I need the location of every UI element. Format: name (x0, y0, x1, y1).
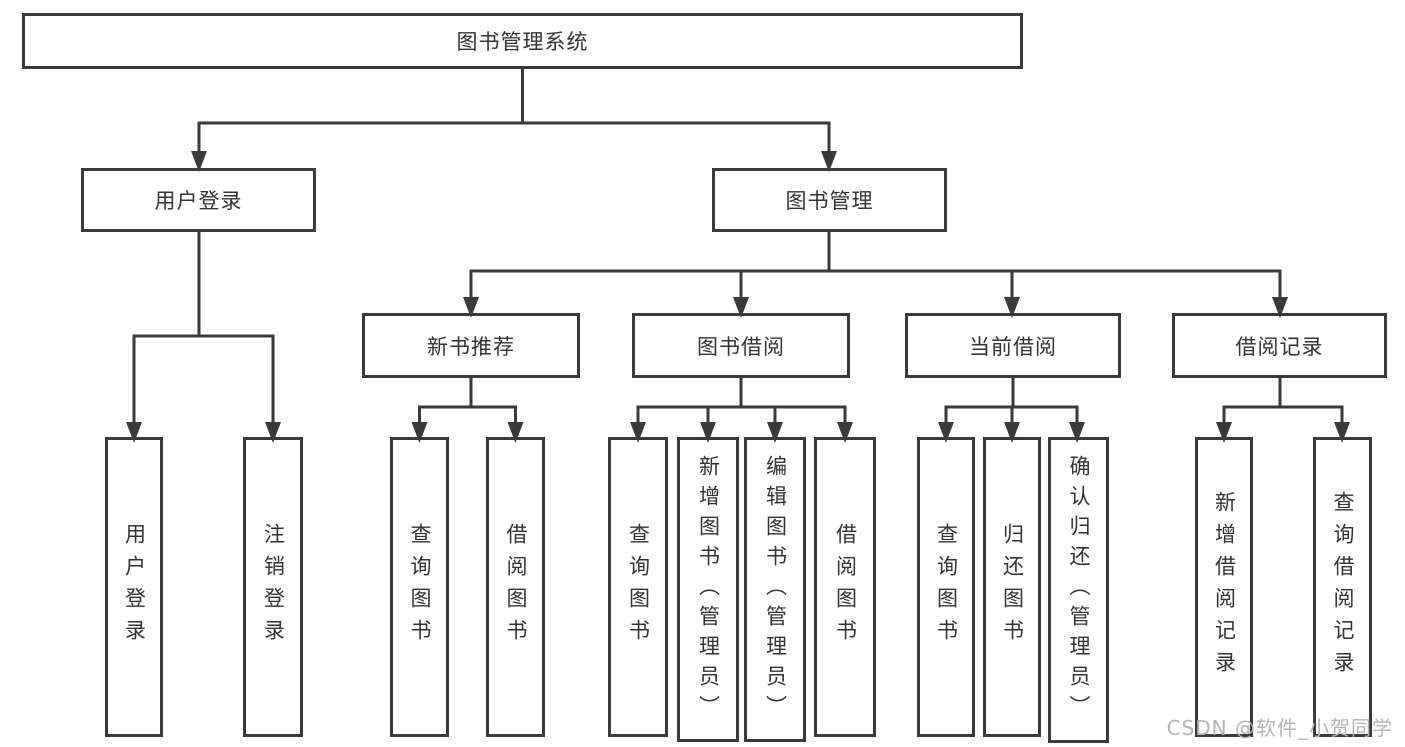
leaf-return-books: 归还图书 (983, 437, 1041, 737)
node-current-borrow-label: 当前借阅 (969, 334, 1057, 359)
leaf-logout-label: 注销登录 (261, 523, 286, 651)
node-root-system-label: 图书管理系统 (456, 30, 589, 54)
node-user-login-label: 用户登录 (154, 189, 243, 213)
node-user-login: 用户登录 (81, 168, 316, 232)
leaf-confirm-return-admin: 确认归还（管理员） (1048, 437, 1109, 743)
leaf-query-books-current-label: 查询图书 (934, 523, 959, 651)
node-book-management: 图书管理 (712, 168, 947, 232)
leaf-query-borrow-record-label: 查询借阅记录 (1331, 491, 1355, 683)
node-book-management-label: 图书管理 (785, 189, 874, 213)
node-root-system: 图书管理系统 (22, 13, 1023, 69)
leaf-add-books-admin-label: 新增图书（管理员） (696, 454, 721, 725)
leaf-query-books-current: 查询图书 (917, 437, 975, 737)
node-current-borrow: 当前借阅 (905, 313, 1121, 378)
leaf-query-books-recommend-label: 查询图书 (408, 523, 432, 651)
leaf-borrow-books-label: 借阅图书 (833, 523, 858, 651)
leaf-edit-books-admin: 编辑图书（管理员） (744, 437, 806, 742)
leaf-query-books-borrow: 查询图书 (608, 437, 668, 737)
node-new-book-recommend: 新书推荐 (362, 313, 580, 378)
leaf-add-borrow-record: 新增借阅记录 (1195, 437, 1253, 737)
leaf-confirm-return-admin-label: 确认归还（管理员） (1067, 455, 1091, 725)
leaf-query-books-borrow-label: 查询图书 (626, 523, 651, 651)
leaf-query-borrow-record: 查询借阅记录 (1313, 437, 1372, 737)
leaf-logout: 注销登录 (243, 437, 303, 737)
leaf-user-login: 用户登录 (105, 437, 163, 737)
leaf-add-borrow-record-label: 新增借阅记录 (1212, 491, 1237, 683)
leaf-edit-books-admin-label: 编辑图书（管理员） (763, 454, 788, 725)
leaf-borrow-books-recommend: 借阅图书 (486, 437, 545, 737)
node-book-borrow: 图书借阅 (632, 313, 850, 378)
leaf-borrow-books-recommend-label: 借阅图书 (504, 523, 528, 651)
node-borrow-records-label: 借阅记录 (1235, 334, 1324, 359)
leaf-borrow-books: 借阅图书 (814, 437, 876, 737)
leaf-return-books-label: 归还图书 (1000, 523, 1025, 651)
leaf-query-books-recommend: 查询图书 (390, 437, 449, 737)
node-borrow-records: 借阅记录 (1172, 313, 1387, 378)
csdn-watermark: CSDN @软件_小贺同学 (1166, 716, 1393, 740)
leaf-user-login-label: 用户登录 (122, 523, 147, 651)
leaf-add-books-admin: 新增图书（管理员） (677, 437, 739, 742)
node-book-borrow-label: 图书借阅 (697, 334, 785, 359)
node-new-book-recommend-label: 新书推荐 (427, 334, 515, 359)
